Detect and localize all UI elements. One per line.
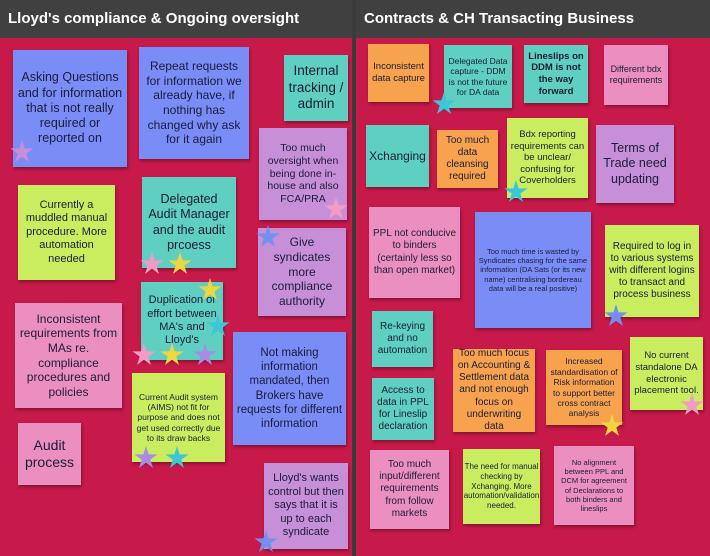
board-divider: [352, 0, 356, 556]
sticky-note-text: Re-keying and no automation: [377, 320, 428, 357]
sticky-note-text: Too much data cleansing required: [445, 134, 490, 183]
sticky-note-text: Too much oversight when being done in-ho…: [267, 142, 339, 206]
sticky-note-text: The need for manual checking by Xchangin…: [463, 462, 540, 511]
sticky-note[interactable]: Bdx reporting requirements can be unclea…: [507, 118, 588, 198]
sticky-note-text: Lineslips on DDM is not the way forward: [528, 50, 584, 97]
sticky-note-text: Internal tracking / admin: [288, 63, 344, 112]
sticky-note[interactable]: Lineslips on DDM is not the way forward: [524, 45, 588, 103]
sticky-note-text: Give syndicates more compliance authorit…: [271, 235, 333, 308]
sticky-note-text: Too much input/different requirements fr…: [379, 459, 440, 519]
sticky-note[interactable]: Terms of Trade need updating: [596, 125, 674, 203]
sticky-note-text: Terms of Trade need updating: [603, 141, 667, 186]
sticky-note[interactable]: Currently a muddled manual procedure. Mo…: [18, 185, 115, 280]
sticky-note-text: Delegated Audit Manager and the audit pr…: [148, 192, 230, 252]
sticky-note[interactable]: Inconsistent requirements from MAs re. c…: [15, 303, 122, 408]
sticky-note[interactable]: Different bdx requirements: [604, 45, 668, 105]
sticky-note[interactable]: The need for manual checking by Xchangin…: [463, 449, 540, 524]
sticky-note-text: Access to data in PPL for Lineslip decla…: [377, 384, 429, 433]
sticky-note[interactable]: Access to data in PPL for Lineslip decla…: [372, 378, 434, 440]
sticky-note-text: Different bdx requirements: [609, 64, 663, 85]
sticky-note-text: Inconsistent requirements from MAs re. c…: [19, 311, 118, 399]
sticky-note-text: Currently a muddled manual procedure. Mo…: [25, 198, 108, 265]
sticky-note[interactable]: Delegated Data capture - DDM is not the …: [444, 45, 512, 108]
sticky-note[interactable]: Increased standardisation of Risk inform…: [546, 350, 622, 425]
sticky-note[interactable]: Too much data cleansing required: [437, 130, 498, 188]
sticky-note-text: Bdx reporting requirements can be unclea…: [510, 129, 585, 187]
sticky-note[interactable]: Too much input/different requirements fr…: [370, 450, 449, 529]
sticky-note[interactable]: Too much oversight when being done in-ho…: [259, 128, 347, 220]
sticky-note[interactable]: Too much time is wasted by Syndicates ch…: [475, 212, 591, 328]
sticky-note[interactable]: Inconsistent data capture: [368, 44, 429, 102]
sticky-note-text: Required to log in to various systems wi…: [609, 240, 695, 301]
sticky-note[interactable]: Too much focus on Accounting & Settlemen…: [453, 349, 535, 432]
sticky-note[interactable]: Re-keying and no automation: [372, 311, 433, 367]
sticky-note-text: Too much focus on Accounting & Settlemen…: [457, 349, 531, 432]
sticky-note-text: Increased standardisation of Risk inform…: [550, 356, 618, 419]
sticky-note-text: Not making information mandated, then Br…: [236, 347, 343, 430]
sticky-note-text: Inconsistent data capture: [372, 61, 425, 84]
sticky-note-text: Audit process: [24, 436, 75, 470]
left-board-title: Lloyd's compliance & Ongoing oversight: [0, 0, 352, 38]
sticky-note-text: Current Audit system (AIMS) not fit for …: [136, 391, 221, 444]
sticky-note[interactable]: No alignment between PPL and DCM for agr…: [554, 446, 634, 525]
sticky-note[interactable]: Not making information mandated, then Br…: [233, 332, 346, 445]
sticky-note[interactable]: Xchanging: [366, 125, 429, 187]
sticky-note-text: Duplication of effort between MA's and L…: [147, 294, 217, 347]
sticky-note-text: PPL not conducive to binders (certainly …: [372, 228, 457, 276]
sticky-note[interactable]: PPL not conducive to binders (certainly …: [369, 207, 460, 298]
sticky-note-text: Lloyd's wants control but then says that…: [268, 472, 344, 539]
sticky-note[interactable]: Current Audit system (AIMS) not fit for …: [132, 373, 225, 462]
right-board-title: Contracts & CH Transacting Business: [356, 0, 710, 38]
sticky-note[interactable]: Audit process: [18, 423, 81, 485]
sticky-note-text: Delegated Data capture - DDM is not the …: [448, 55, 508, 97]
sticky-note[interactable]: Required to log in to various systems wi…: [605, 225, 699, 317]
sticky-note-text: Asking Questions and for information tha…: [17, 70, 123, 146]
sticky-note[interactable]: Asking Questions and for information tha…: [13, 50, 127, 167]
sticky-note-text: Too much time is wasted by Syndicates ch…: [478, 247, 588, 293]
sticky-note[interactable]: Delegated Audit Manager and the audit pr…: [142, 177, 236, 268]
sticky-note[interactable]: Repeat requests for information we alrea…: [139, 47, 249, 159]
sticky-note-text: No current standalone DA electronic plac…: [634, 350, 699, 397]
sticky-note[interactable]: Internal tracking / admin: [284, 55, 348, 121]
sticky-note[interactable]: Lloyd's wants control but then says that…: [264, 463, 348, 549]
sticky-note-text: Repeat requests for information we alrea…: [146, 59, 242, 147]
sticky-note-text: No alignment between PPL and DCM for agr…: [561, 458, 627, 513]
sticky-note-text: Xchanging: [369, 148, 426, 163]
